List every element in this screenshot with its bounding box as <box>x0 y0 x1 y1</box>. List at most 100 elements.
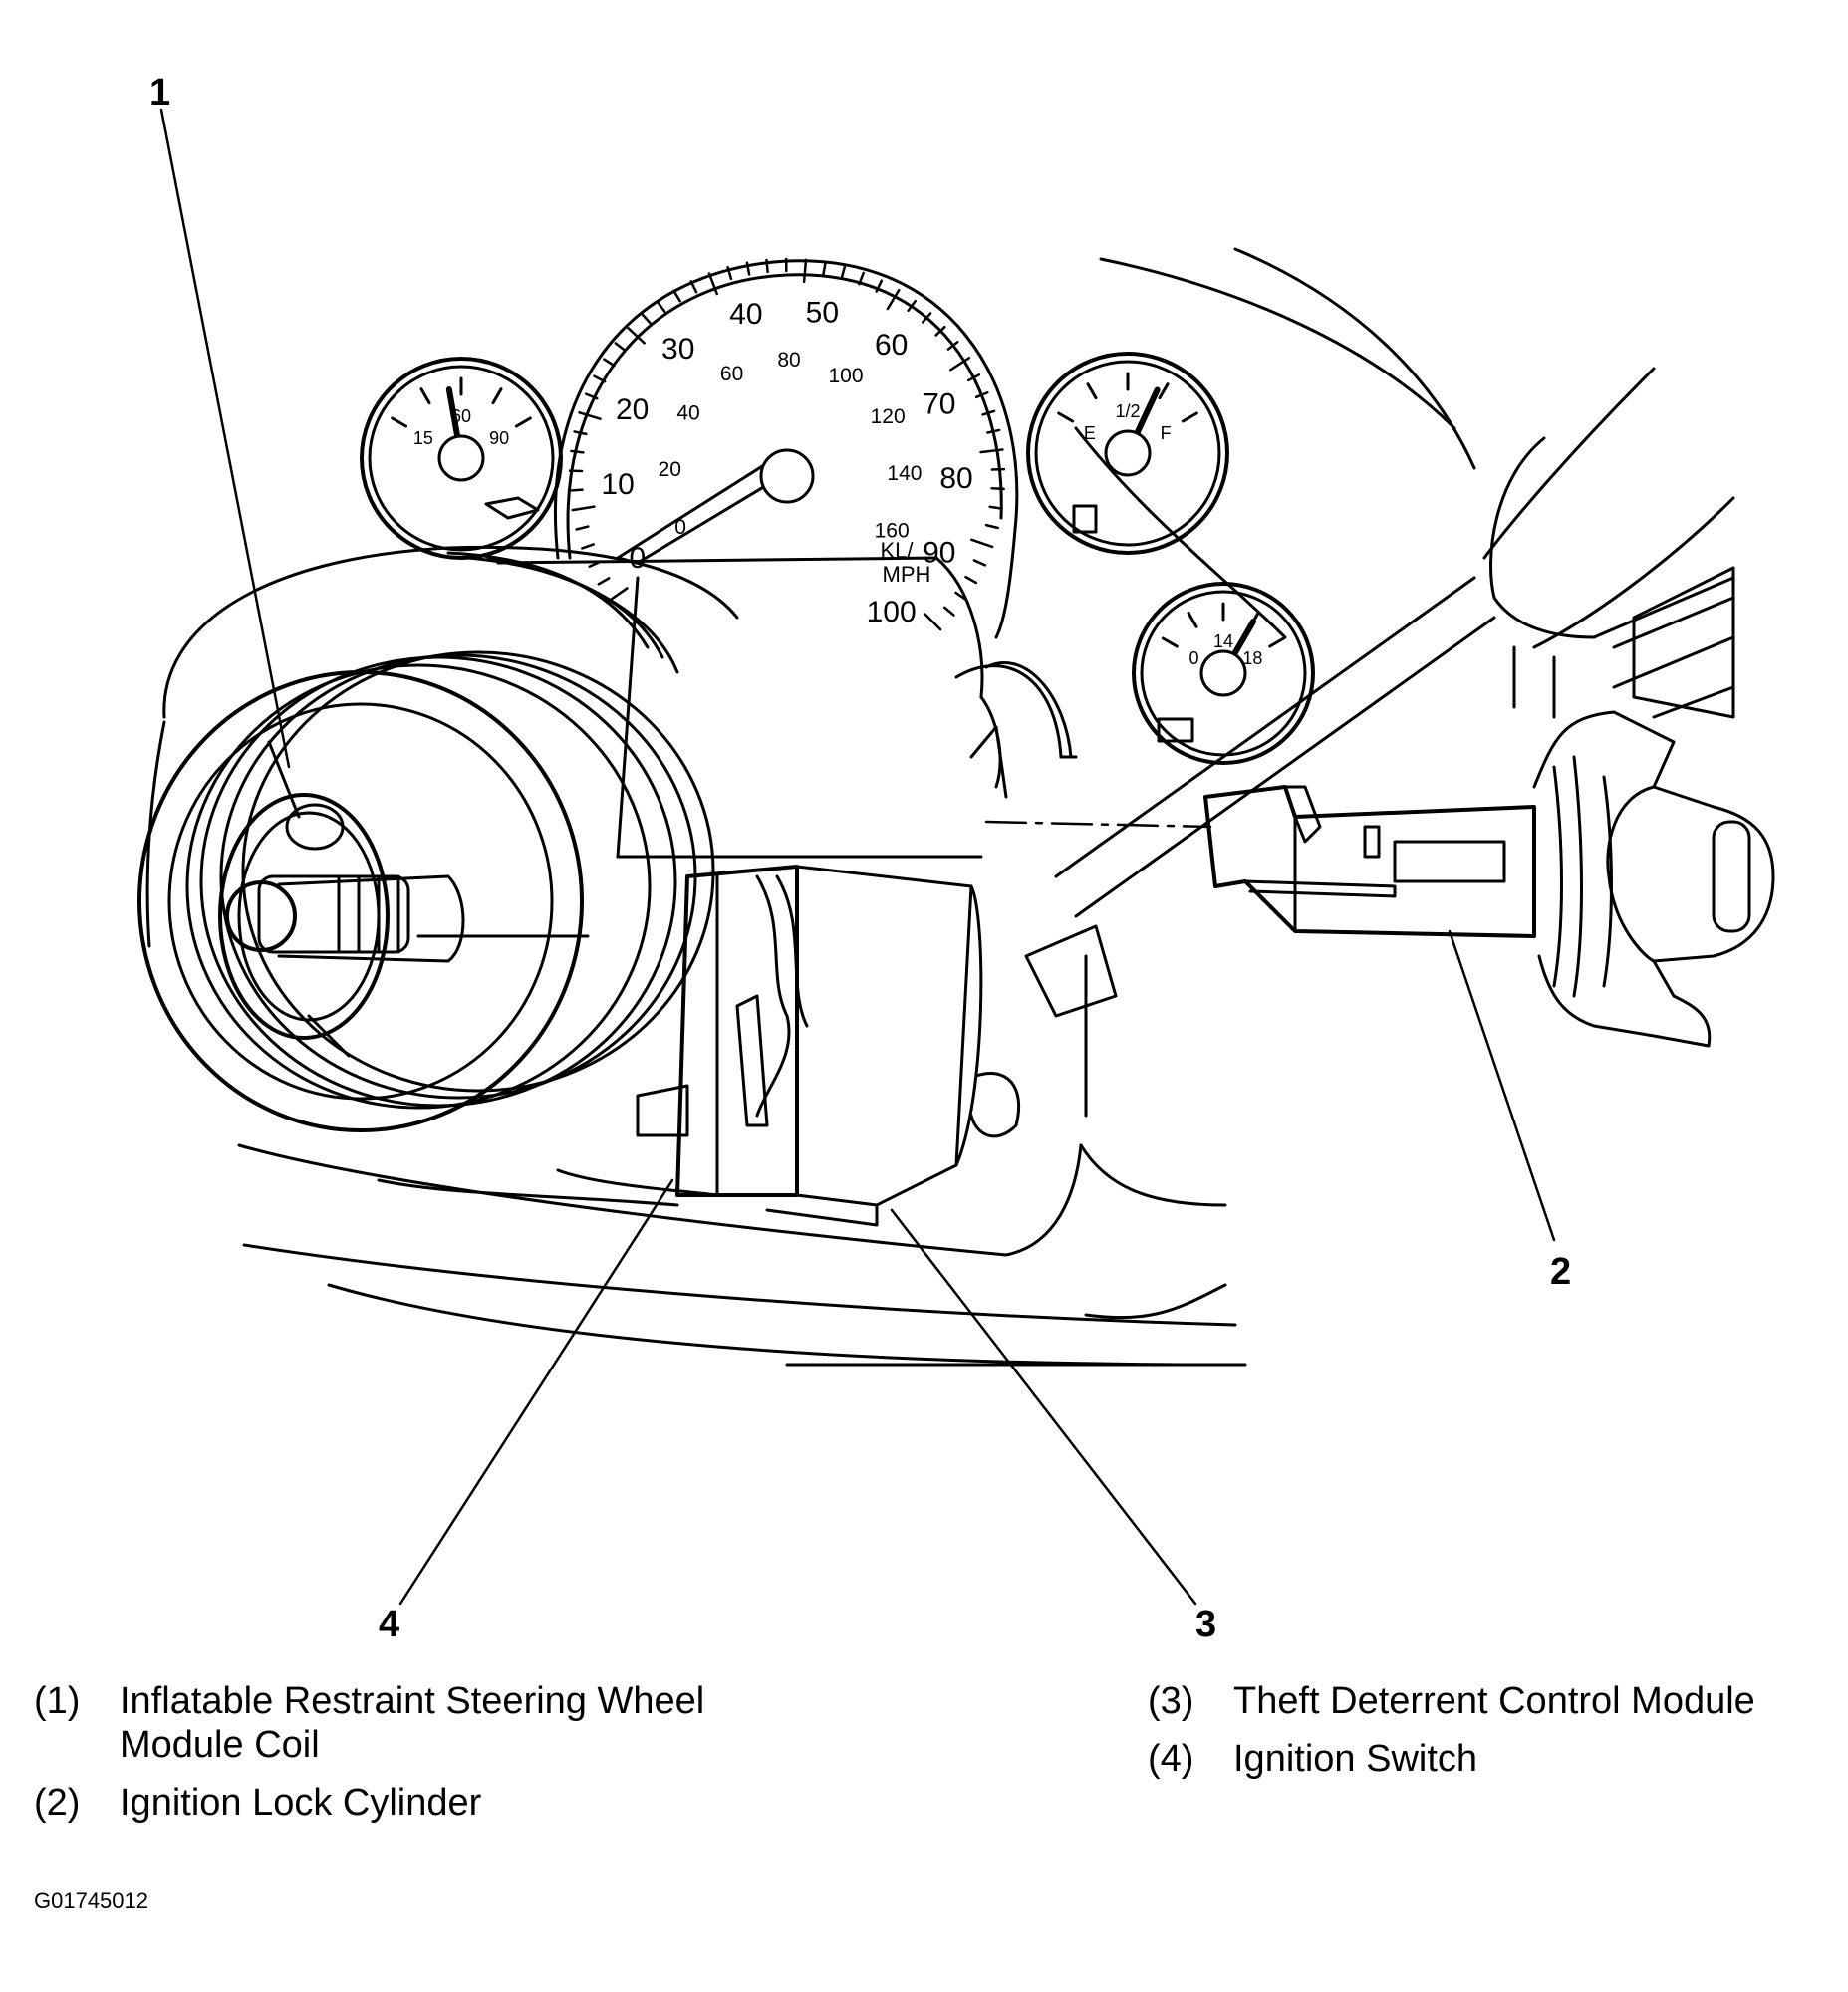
speedometer-tick <box>972 559 987 567</box>
voltage-gauge-face <box>1140 590 1307 757</box>
speedometer-tick <box>584 392 599 400</box>
speedometer-tick <box>627 327 646 345</box>
ignition-lock-cylinder <box>1203 710 1775 1048</box>
speedometer-tick <box>578 411 602 420</box>
speedometer-tick <box>858 271 865 286</box>
voltage-gauge-hub <box>1199 649 1247 697</box>
speedometer-tick <box>641 313 652 325</box>
speedometer-tick <box>707 272 719 296</box>
speedometer-tick <box>593 374 607 383</box>
speedometer-mph-label: 90 <box>923 537 955 570</box>
speedometer-tick <box>745 261 751 276</box>
speedometer-mph-label: 40 <box>729 298 762 331</box>
speedometer-tick <box>575 525 590 531</box>
figure-id: G01745012 <box>34 1888 148 1913</box>
fuel-gauge-tick <box>1057 411 1075 423</box>
legend-number: (2) <box>34 1782 81 1824</box>
oil-can-icon <box>484 496 540 520</box>
legend-item-4: (4) Ignition Switch <box>1148 1737 1848 1781</box>
voltage-gauge-bezel <box>1132 582 1315 765</box>
fuel-gauge-hub <box>1104 429 1152 477</box>
speedometer-tick <box>988 505 1003 510</box>
column-bracket <box>1024 367 1735 1018</box>
legend-right: (3) Theft Deterrent Control Module (4) I… <box>1148 1679 1848 1795</box>
speedometer-tick <box>840 265 847 280</box>
oil-pressure-gauge-hub <box>437 434 485 482</box>
speedometer-tick <box>979 448 1004 454</box>
speedometer-tick <box>614 342 627 352</box>
speedometer-mph-label: 20 <box>616 393 649 426</box>
fuel-gauge-tick <box>1181 411 1198 423</box>
speedometer-tick <box>765 258 769 274</box>
oil-pressure-gauge-tick <box>491 387 503 405</box>
oil-pressure-gauge-tick <box>391 416 408 428</box>
speedometer-kmh-label: 160 <box>875 520 910 543</box>
battery-icon <box>1157 717 1194 743</box>
speedometer-kmh-label: 100 <box>828 365 863 387</box>
fuel-gauge-label: E <box>1084 423 1096 443</box>
legend-text: Inflatable Restraint Steering Wheel Modu… <box>120 1680 705 1766</box>
legend-number: (3) <box>1148 1680 1194 1722</box>
speedometer-tick <box>875 279 884 293</box>
fuel-pump-icon <box>1072 504 1098 534</box>
speedometer-tick <box>966 374 981 382</box>
speedometer-mph-label: 0 <box>630 542 647 575</box>
speedometer-tick <box>656 300 666 313</box>
fuel-gauge-tick <box>1086 382 1098 400</box>
speedometer-kmh-label: 0 <box>674 516 686 539</box>
speedometer-tick <box>672 289 681 303</box>
speedometer-tick <box>934 325 946 337</box>
speedometer-tick <box>573 430 588 436</box>
speedometer-tick <box>964 575 978 585</box>
legend-item-3: (3) Theft Deterrent Control Module <box>1148 1679 1848 1723</box>
oil-pressure-gauge-tick <box>419 387 431 405</box>
oil-pressure-gauge-bezel <box>360 357 563 560</box>
speedometer-tick <box>974 390 989 399</box>
oil-pressure-gauge-label: 15 <box>413 428 433 448</box>
speedometer-tick <box>946 340 959 351</box>
speedometer-mph-label: 60 <box>875 329 908 362</box>
speedometer-tick <box>886 288 901 311</box>
callout-2: 2 <box>1550 1251 1572 1293</box>
voltage-gauge-label: 0 <box>1189 648 1199 668</box>
speedometer-face <box>566 273 1003 560</box>
fuel-gauge-face <box>1034 360 1221 547</box>
callout-3: 3 <box>1195 1604 1217 1645</box>
speedometer-kmh-label: 40 <box>676 402 699 425</box>
speedometer-mph-label: 10 <box>601 468 634 501</box>
dashboard-outline <box>237 247 1476 1367</box>
voltage-gauge-tick <box>1187 611 1198 628</box>
speedometer-tick <box>689 280 698 294</box>
speedometer-tick <box>569 488 584 492</box>
speedometer-tick <box>570 449 585 454</box>
speedometer-mph-label: 70 <box>923 387 955 420</box>
speedometer-kmh-label: 20 <box>659 458 681 481</box>
fuel-gauge-tick <box>1158 382 1170 400</box>
legend-left: (1) Inflatable Restraint Steering Wheel … <box>34 1679 797 1839</box>
speedometer-bezel <box>553 259 1019 639</box>
alignment-line <box>984 820 1212 829</box>
fuel-gauge-bezel <box>1026 352 1229 555</box>
speedometer-tick <box>802 258 808 283</box>
speedometer-tick <box>990 486 1005 491</box>
legend-text: Theft Deterrent Control Module <box>1233 1680 1755 1722</box>
oil-pressure-gauge-tick <box>514 416 532 428</box>
theft-deterrent-control-module <box>377 865 1021 1227</box>
speedometer-mph-label: 100 <box>867 596 917 628</box>
speedometer-tick <box>921 312 932 324</box>
speedometer-tick <box>949 357 971 372</box>
voltage-gauge-tick <box>1161 636 1179 648</box>
speedometer-mph-label: 30 <box>661 333 694 366</box>
speedometer-hub <box>759 448 815 504</box>
fuel-gauge-label: 1/2 <box>1115 401 1140 421</box>
steering-wheel-module-coil <box>137 650 715 1132</box>
callout-1: 1 <box>149 72 171 114</box>
speedometer-tick <box>924 613 942 631</box>
speedometer-kmh-label: 140 <box>887 462 922 485</box>
legend-text: Ignition Switch <box>1233 1738 1478 1780</box>
steering-column-housing <box>162 545 1078 859</box>
oil-pressure-gauge-label: 90 <box>489 428 509 448</box>
speedometer-kmh-label: 60 <box>720 363 743 385</box>
